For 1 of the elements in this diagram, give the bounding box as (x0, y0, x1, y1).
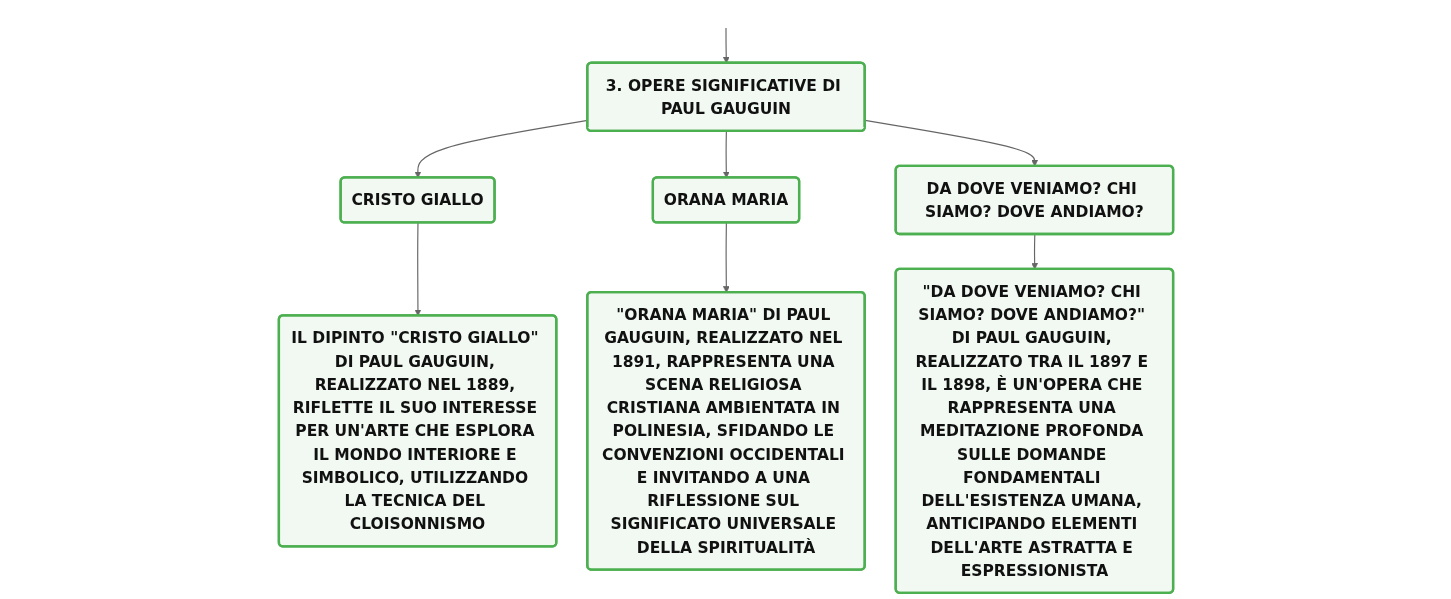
arrow (722, 222, 730, 293)
